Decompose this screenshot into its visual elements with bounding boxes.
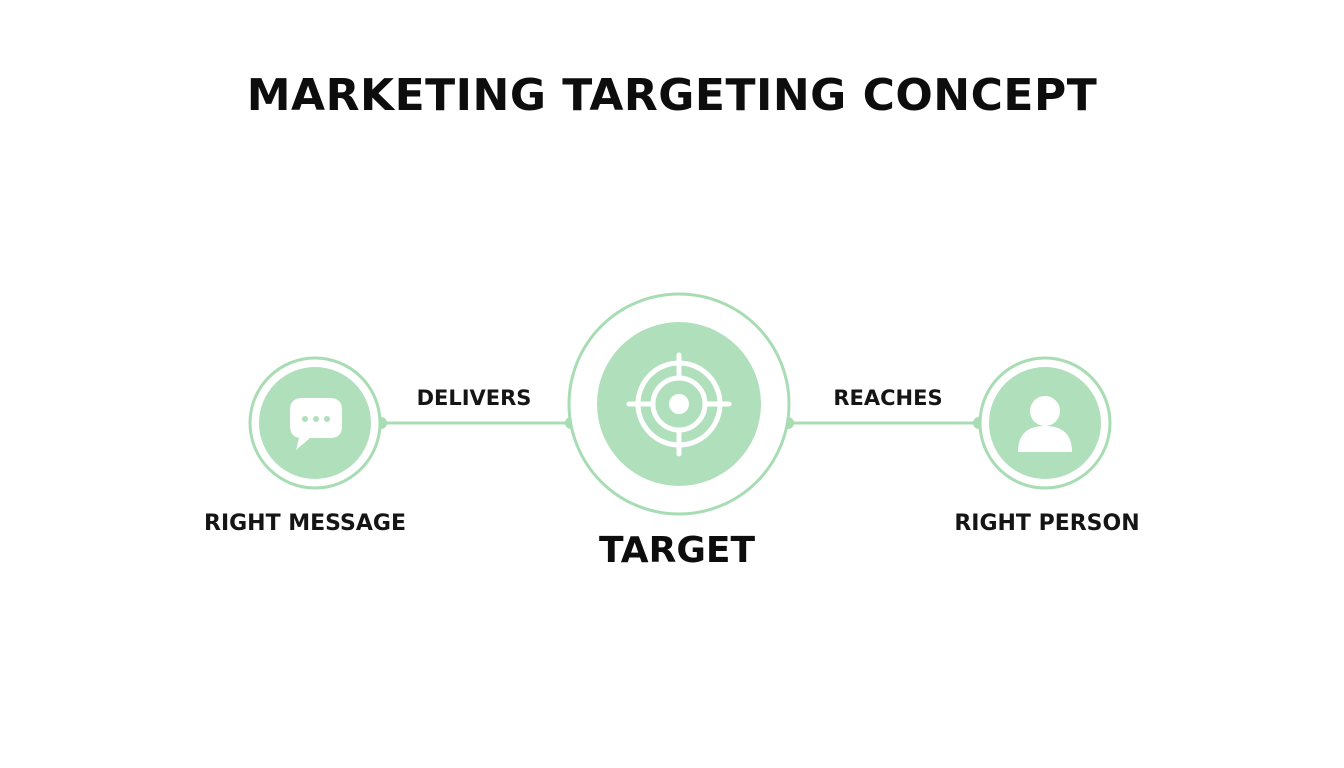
node-label-target: TARGET	[598, 530, 756, 571]
crosshair-icon	[626, 352, 732, 457]
person-icon	[1018, 396, 1072, 452]
node-target	[567, 292, 791, 516]
node-right-message	[248, 356, 382, 490]
node-right-person	[978, 356, 1112, 490]
node-label-right-person: RIGHT PERSON	[954, 511, 1140, 536]
speech-bubble-icon	[290, 398, 342, 450]
edge-label-reaches: REACHES	[833, 386, 943, 410]
edge-label-delivers: DELIVERS	[416, 386, 532, 410]
page-title: MARKETING TARGETING CONCEPT	[246, 70, 1098, 121]
node-label-right-message: RIGHT MESSAGE	[204, 511, 406, 536]
